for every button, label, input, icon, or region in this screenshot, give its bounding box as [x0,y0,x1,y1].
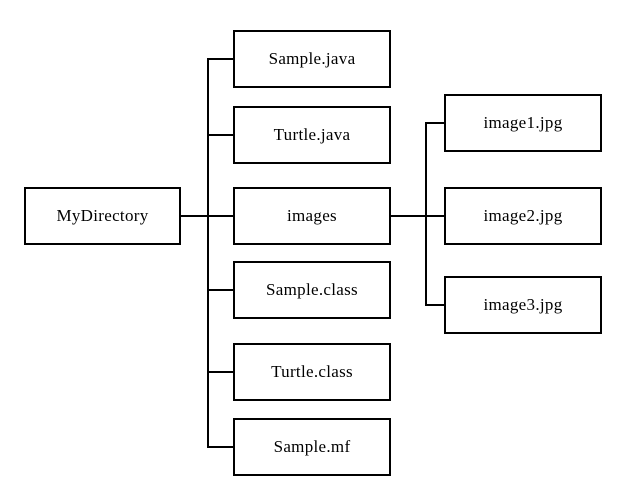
node-image1-jpg: image1.jpg [444,94,602,152]
node-sample-mf: Sample.mf [233,418,391,476]
node-sample-class: Sample.class [233,261,391,319]
node-turtle-java: Turtle.java [233,106,391,164]
node-sample-java: Sample.java [233,30,391,88]
node-image3-jpg: image3.jpg [444,276,602,334]
node-turtle-class: Turtle.class [233,343,391,401]
node-image2-jpg: image2.jpg [444,187,602,245]
node-images: images [233,187,391,245]
node-mydirectory: MyDirectory [24,187,181,245]
